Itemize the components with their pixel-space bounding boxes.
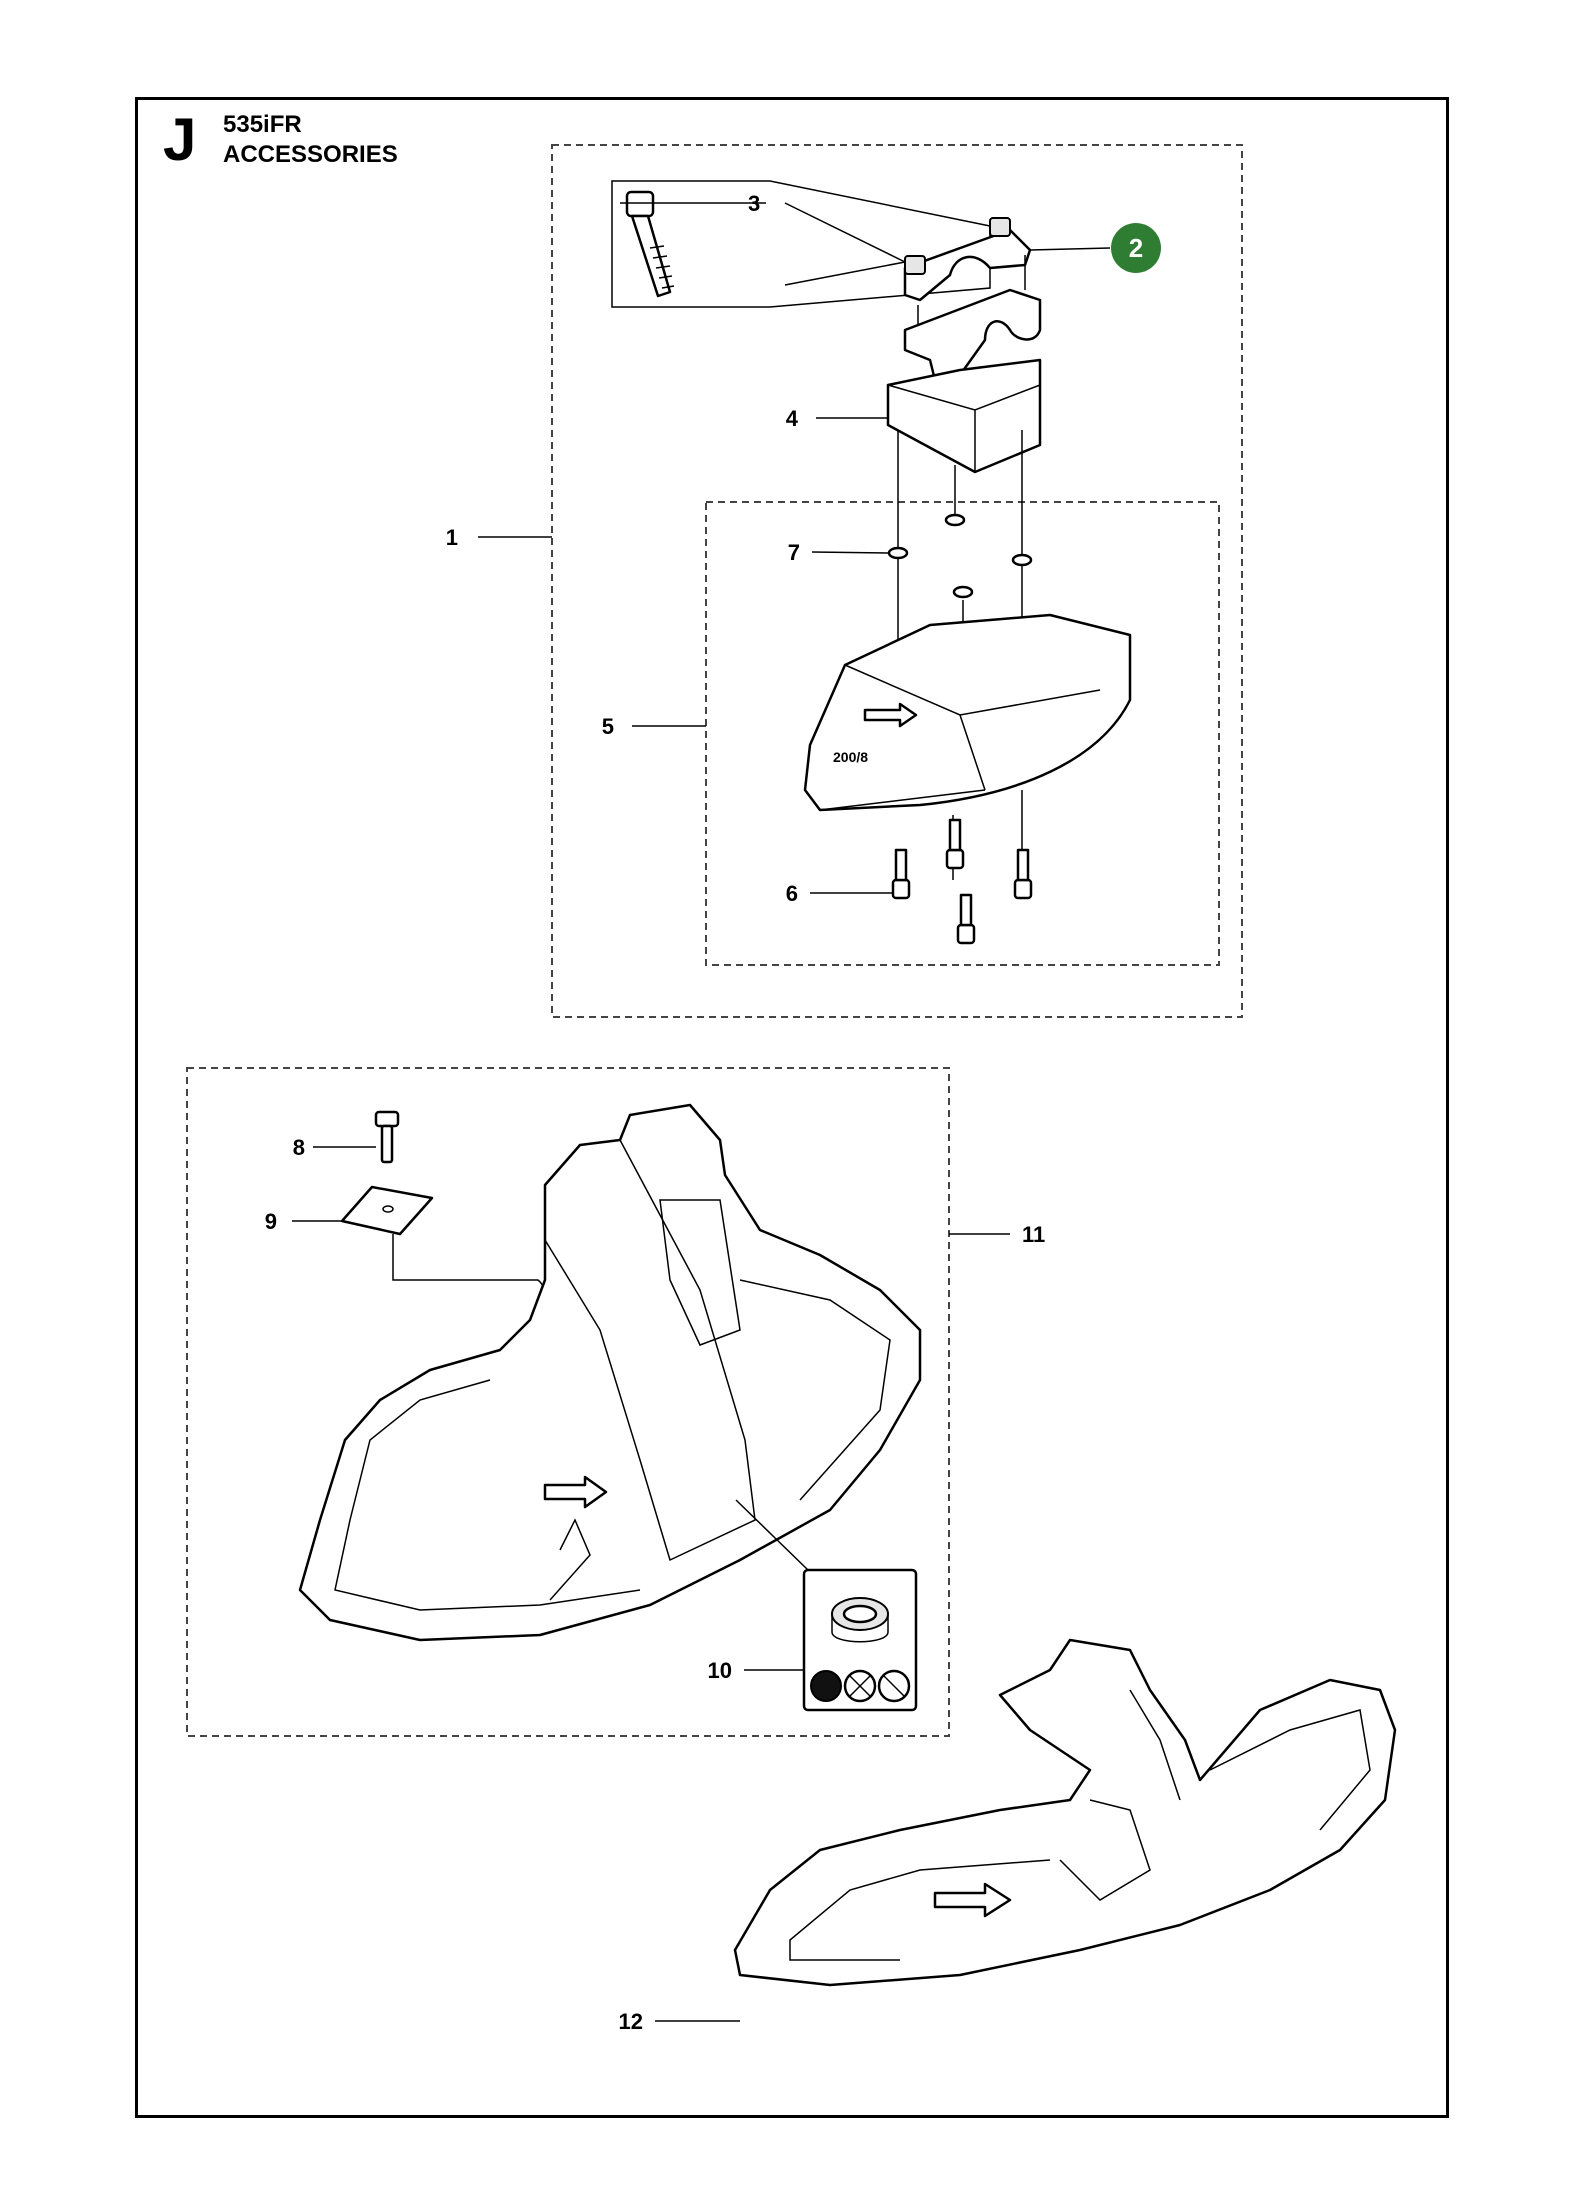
holder-block	[886, 358, 1042, 474]
callout-9: 9	[265, 1209, 277, 1234]
guard-marking: 200/8	[833, 749, 868, 765]
page-frame	[135, 97, 1449, 2118]
callout-3: 3	[748, 191, 760, 216]
clamp-assembly	[903, 217, 1042, 382]
callout-6: 6	[786, 881, 798, 906]
section-letter: J	[163, 106, 197, 173]
callout-2: 2	[1129, 233, 1143, 263]
washers	[887, 513, 1033, 599]
large-guard	[298, 1103, 922, 1642]
bolt-detail-inset	[611, 180, 991, 308]
group-box-1	[551, 144, 1243, 1018]
callout-1: 1	[446, 525, 458, 550]
callout-10: 10	[708, 1658, 732, 1683]
wide-guard	[733, 1638, 1397, 1987]
callout-12: 12	[619, 2009, 643, 2034]
warning-decal	[802, 1568, 918, 1712]
group-box-5	[705, 501, 1220, 966]
group-box-11	[186, 1067, 950, 1737]
leader-lines	[292, 202, 1111, 2022]
small-trimmer-guard: 200/8	[803, 613, 1132, 812]
section-title: ACCESSORIES	[223, 141, 398, 168]
callout-7: 7	[788, 540, 800, 565]
callout-4: 4	[786, 406, 799, 431]
callout-5: 5	[602, 714, 614, 739]
callout-2-badge	[1111, 223, 1161, 273]
screws	[891, 818, 1033, 945]
callout-11: 11	[1022, 1222, 1045, 1247]
plate-and-screw	[340, 1110, 548, 1311]
callout-labels: 1 2 3 4 5 6 7 8 9 10 11 12	[265, 191, 1161, 2034]
callout-8: 8	[293, 1135, 305, 1160]
model-name: 535iFR	[223, 111, 302, 138]
